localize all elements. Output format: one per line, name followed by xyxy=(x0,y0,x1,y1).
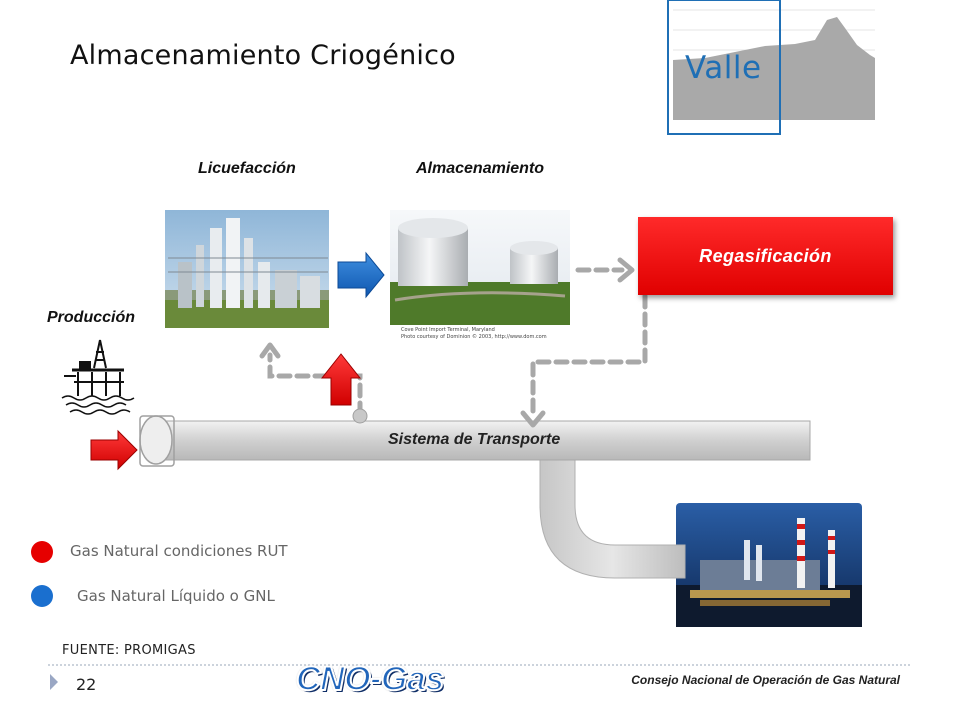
offshore-platform-icon xyxy=(61,339,135,415)
pipe-tap-node xyxy=(352,408,368,424)
regasificacion-box: Regasificación xyxy=(638,217,893,295)
red-flow-arrow-right xyxy=(90,429,138,471)
dashed-flow-lines xyxy=(267,267,648,419)
almacenamiento-label: Almacenamiento xyxy=(416,160,545,177)
licuefaccion-photo xyxy=(165,210,329,328)
regasificacion-label: Regasificación xyxy=(699,245,832,266)
red-flow-arrow-up xyxy=(320,353,362,406)
mountain-silhouette xyxy=(673,17,875,120)
legend-dot-red xyxy=(31,541,53,563)
transporte-label: Sistema de Transporte xyxy=(388,431,561,448)
source-note: FUENTE: PROMIGAS xyxy=(62,643,196,658)
footer-triangle-icon xyxy=(50,674,58,690)
legend-dot-blue xyxy=(31,585,53,607)
footer-organization: Consejo Nacional de Operación de Gas Nat… xyxy=(631,673,900,687)
valle-label: Valle xyxy=(685,50,762,86)
cno-gas-logo: CNO-Gas xyxy=(295,659,445,699)
page-number: 22 xyxy=(76,675,97,694)
power-plant-photo xyxy=(676,503,862,627)
almacenamiento-photo xyxy=(390,210,570,325)
page-title: Almacenamiento Criogénico xyxy=(70,40,456,71)
pipe-end-cap xyxy=(139,415,173,465)
valle-badge xyxy=(667,0,875,135)
produccion-label: Producción xyxy=(47,309,136,326)
legend-item-rut: Gas Natural condiciones RUT xyxy=(70,542,288,560)
blue-flow-arrow xyxy=(337,251,385,299)
legend-item-gnl: Gas Natural Líquido o GNL xyxy=(77,587,275,605)
photo-caption-line1: Cove Point Import Terminal, Maryland xyxy=(401,327,495,333)
transport-pipe xyxy=(151,420,811,461)
pipe-elbow xyxy=(539,457,686,579)
dashed-arrowheads xyxy=(259,257,635,428)
licuefaccion-label: Licuefacción xyxy=(198,160,296,177)
photo-caption-line2: Photo courtesy of Dominion © 2003, http:… xyxy=(401,333,547,340)
